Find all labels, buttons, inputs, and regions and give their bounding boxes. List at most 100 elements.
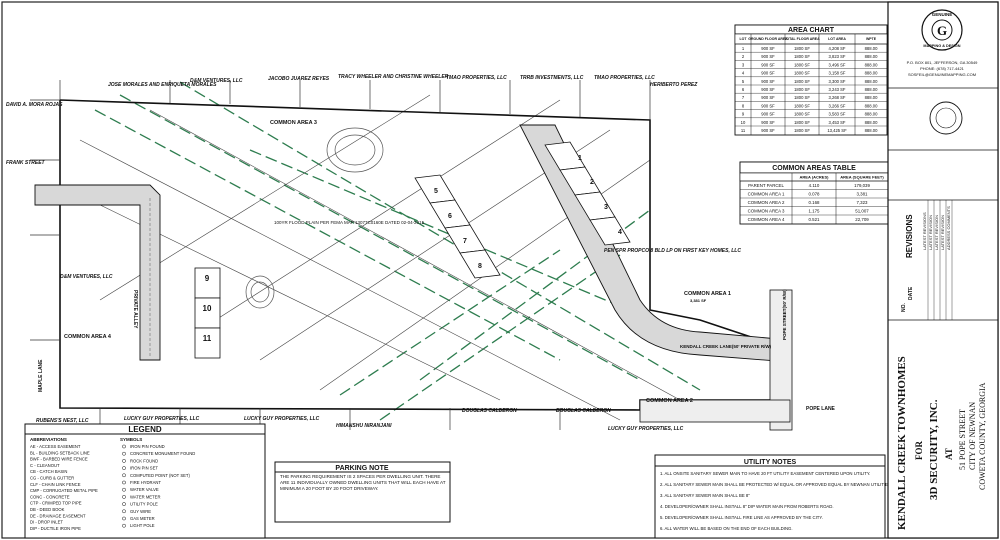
utility-notes-title: UTILITY NOTES bbox=[744, 459, 797, 466]
lot-11-number: 11 bbox=[203, 334, 212, 343]
area-chart-cell: 8 bbox=[742, 103, 745, 108]
area-chart-cell: 3,266 SF bbox=[829, 103, 846, 108]
legend-abbrev-item: CONC - CONCRETE bbox=[30, 494, 70, 499]
neighbor-label: HERIBERTO PEREZ bbox=[650, 82, 698, 88]
surveyor-seal bbox=[929, 101, 963, 135]
kendall-creek-lane-label: KENDALL CREEK LANE(50' PRIVATE R/W) bbox=[680, 344, 772, 349]
area-chart-cell: 888.00 bbox=[865, 112, 878, 117]
neighbor-label: DOUGLAS CALDERON bbox=[462, 408, 517, 414]
area-chart-cell: 2 bbox=[742, 54, 745, 59]
legend-symbol-icon bbox=[122, 466, 126, 470]
legend-symbol-icon bbox=[122, 451, 126, 456]
legend-abbrev-item: DE - DRAINAGE EASEMENT bbox=[30, 513, 86, 518]
area-chart-cell: 900 SF bbox=[761, 95, 775, 100]
utility-note-item: 2. ALL SANITARY SEWER MAIN SHALL BE PROT… bbox=[660, 482, 892, 487]
lot-8-number: 8 bbox=[478, 263, 482, 270]
neighbor-label: D&M VENTURES, LLC bbox=[190, 78, 243, 84]
area-chart-cell: 888.00 bbox=[865, 71, 878, 76]
common-areas-header: AREA (SQUARE FEET) bbox=[840, 175, 884, 180]
lot-9-number: 9 bbox=[205, 274, 210, 283]
legend-symbol-item: GUY WIRE bbox=[130, 509, 151, 514]
legend-symbol-item: WATER METER bbox=[130, 494, 160, 499]
project-address-line: 51 POPE STREET bbox=[958, 409, 967, 470]
neighbor-label: PEN SPR PROPCO 8 BLD LP ON FIRST KEY HOM… bbox=[604, 248, 741, 254]
area-chart-cell: 888.00 bbox=[865, 62, 878, 67]
lot-7-number: 7 bbox=[463, 238, 467, 245]
legend-symbol-item: GAS METER bbox=[130, 516, 155, 521]
utility-note-item: 4. DEVELOPER/OWNER SHALL INSTALL 8" DIP … bbox=[660, 504, 834, 509]
pope-street bbox=[769, 289, 793, 431]
neighbor-label: LUCKY GUY PROPERTIES, LLC bbox=[608, 426, 684, 432]
logo-text: GENUINE bbox=[932, 12, 953, 17]
area-chart-cell: 3 bbox=[742, 62, 745, 67]
project-for: FOR bbox=[914, 441, 924, 460]
legend-symbol-item: FIRE HYDRANT bbox=[130, 480, 161, 485]
legend-symbol-icon bbox=[122, 516, 126, 521]
legend-symbol-icon bbox=[122, 480, 126, 485]
legend-abbrev-item: CMP - CORRUGATED METAL PIPE bbox=[30, 488, 98, 493]
common-areas-cell: COMMON AREA 2 bbox=[748, 200, 785, 205]
area-chart-cell: 3,823 SF bbox=[829, 54, 846, 59]
area-chart-cell: 1800 SF bbox=[794, 79, 810, 84]
logo-subtext: MAPPING & DESIGN bbox=[923, 44, 960, 48]
neighbor-label: LUCKY GUY PROPERTIES, LLC bbox=[124, 416, 200, 422]
parking-note-text: THE PARKING REQUIREMENT IS 2 SPACES PER … bbox=[280, 474, 446, 491]
utility-note-item: 5. DEVELOPER/OWNER SHALL INSTALL FIRE LI… bbox=[660, 515, 823, 520]
project-title: KENDALL CREEK TOWNHOMES bbox=[896, 356, 908, 530]
neighbor-label: LUCKY GUY PROPERTIES, LLC bbox=[244, 416, 320, 422]
area-chart-cell: 11 bbox=[741, 128, 746, 133]
lot-4-number: 4 bbox=[618, 229, 622, 236]
legend-abbrev-item: DIP - DUCTILE IRON PIPE bbox=[30, 526, 81, 531]
legend-symbol-item: IRON PIN SET bbox=[130, 466, 158, 471]
common-area-1-label: COMMON AREA 1 bbox=[684, 291, 731, 297]
legend-symbol-icon bbox=[122, 502, 126, 506]
legend-symbol-item: LIGHT POLE bbox=[130, 523, 155, 528]
legend-symbol-icon bbox=[122, 459, 126, 463]
company-address: P.O. BOX 801, JEFFERSON, GA 30549 bbox=[907, 60, 979, 65]
company-email: SOSFEIL@GENUINEMAPPING.COM bbox=[908, 72, 976, 77]
area-chart-cell: 1800 SF bbox=[794, 62, 810, 67]
neighbor-label: DOUGLAS CALDERON bbox=[556, 408, 611, 414]
common-area-4-label: COMMON AREA 4 bbox=[64, 334, 112, 340]
revision-entry: LATEST REVISION bbox=[928, 215, 933, 250]
legend-abbrev-item: BL - BUILDING SETBACK LINE bbox=[30, 450, 90, 455]
common-areas-header: AREA (ACRES) bbox=[800, 175, 830, 180]
area-chart-cell: 1800 SF bbox=[794, 87, 810, 92]
area-chart-cell: 900 SF bbox=[761, 54, 775, 59]
area-chart-cell: 900 SF bbox=[761, 112, 775, 117]
area-chart-cell: 4,208 SF bbox=[829, 46, 846, 51]
area-chart-cell: 3,268 SF bbox=[829, 95, 846, 100]
area-chart-cell: 900 SF bbox=[761, 128, 775, 133]
common-areas-cell: COMMON AREA 4 bbox=[748, 217, 785, 222]
area-chart-title: AREA CHART bbox=[788, 27, 835, 34]
common-area-3-label: COMMON AREA 3 bbox=[270, 120, 317, 126]
project-client: 3D SECURITY, INC. bbox=[928, 399, 940, 500]
neighbor-label: D&M VENTURES, LLC bbox=[60, 274, 113, 280]
area-chart-cell: 888.00 bbox=[865, 95, 878, 100]
legend-symbol-icon bbox=[122, 473, 126, 478]
area-chart-cell: 7 bbox=[742, 95, 745, 100]
revision-entry: LATEST REVISIONS bbox=[922, 212, 927, 250]
area-chart-cell: 888.00 bbox=[865, 128, 878, 133]
area-chart-cell: 900 SF bbox=[761, 120, 775, 125]
common-areas-cell: 0.168 bbox=[809, 200, 821, 205]
area-chart-header: GROUND FLOOR AREA bbox=[748, 37, 788, 41]
common-areas-cell: 7,323 bbox=[857, 200, 869, 205]
common-areas-table: COMMON AREAS TABLE AREA (ACRES)AREA (SQU… bbox=[739, 161, 889, 225]
neighbor-label: FRANK STREET bbox=[6, 160, 46, 166]
project-at: AT bbox=[944, 448, 954, 460]
area-chart-header: LOT bbox=[740, 37, 748, 41]
lot-1-number: 1 bbox=[578, 155, 582, 162]
center-lots bbox=[414, 141, 631, 279]
lot-3-number: 3 bbox=[604, 204, 608, 211]
common-areas-cell: 0.521 bbox=[809, 217, 821, 222]
legend-abbrev-item: DB - DEED BOOK bbox=[30, 507, 65, 512]
area-chart-cell: 1800 SF bbox=[794, 71, 810, 76]
area-chart-cell: 9 bbox=[742, 112, 745, 117]
common-area-1-size: 3,381 SF bbox=[690, 298, 707, 303]
lot-5-number: 5 bbox=[434, 188, 438, 195]
legend-symbol-item: ROCK FOUND bbox=[130, 458, 158, 463]
area-chart-cell: 5 bbox=[742, 79, 745, 84]
